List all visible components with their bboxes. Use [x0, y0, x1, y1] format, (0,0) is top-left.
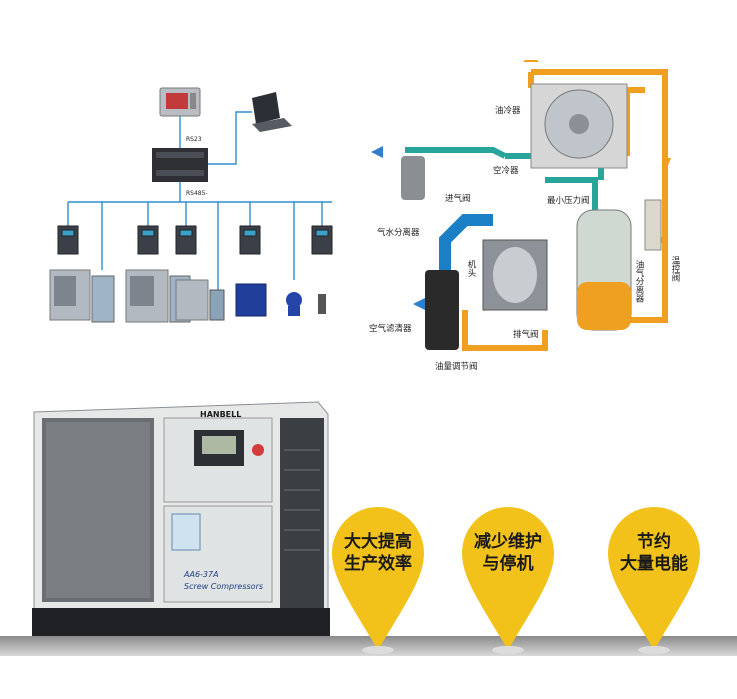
compressor-units [49, 269, 326, 323]
water-separator-label: 气水分离器 [377, 228, 420, 238]
cooler-fan-icon [530, 83, 628, 169]
oil-volume-valve-label: 油量调节阀 [435, 362, 478, 372]
feature-pin-3-text: 节约 大量电能 [620, 532, 688, 574]
laptop-icon [252, 92, 292, 132]
model-subtitle-text: Screw Compressors [184, 582, 264, 591]
ground-shadow [0, 636, 737, 656]
plc-controller-icon [152, 148, 208, 182]
brand-logo-text: HANBELL [200, 410, 242, 419]
feature-pin-2-text: 减少维护 与停机 [474, 532, 542, 574]
inverter-modules [57, 225, 333, 255]
compressor-cabinet-svg [32, 401, 330, 636]
min-pressure-valve-label: 最小压力阀 [547, 196, 590, 206]
hmi-panel-icon [159, 87, 201, 117]
network-wires [67, 111, 332, 290]
feature-pin-1-text: 大大提高 生产效率 [344, 532, 412, 574]
air-filter-label: 空气滤清器 [369, 324, 412, 334]
rs23-label: RS23 [186, 136, 202, 143]
air-filter-icon [425, 270, 459, 350]
compressor-schematic: 油冷器 空冷器 气水分离器 进气阀 最小压力阀 机头 油气分离器 温控阀 空气滤… [365, 54, 695, 380]
temp-valve-icon [644, 199, 662, 251]
oil-cooler-label: 油冷器 [495, 106, 521, 116]
compressor-cabinet: HANBELL AA6-37A Screw Compressors [32, 400, 332, 640]
separator-tank-icon [576, 209, 632, 331]
rs485-label: RS485- [186, 190, 208, 197]
location-pin-icon [608, 507, 700, 654]
network-diagram: RS23 RS485- [40, 80, 340, 360]
exhaust-valve-label: 排气阀 [513, 330, 539, 340]
air-circuit [439, 214, 493, 270]
location-pin-icon [332, 507, 424, 654]
oil-gas-separator-label: 油气分离器 [634, 260, 644, 303]
intake-valve-label: 进气阀 [445, 194, 471, 204]
air-cooler-label: 空冷器 [493, 166, 519, 176]
feature-pin-3: 节约 大量电能 [604, 505, 704, 655]
model-text: AA6-37A [184, 570, 219, 579]
network-diagram-svg [49, 87, 333, 323]
schematic-svg [371, 54, 671, 351]
feature-pin-2: 减少维护 与停机 [458, 505, 558, 655]
location-pin-icon [462, 507, 554, 654]
water-separator-icon [401, 156, 425, 200]
feature-pin-1: 大大提高 生产效率 [328, 505, 428, 655]
temp-control-valve-label: 温控阀 [670, 256, 680, 282]
machine-head-label: 机头 [466, 260, 476, 277]
screw-head-icon [482, 239, 548, 311]
